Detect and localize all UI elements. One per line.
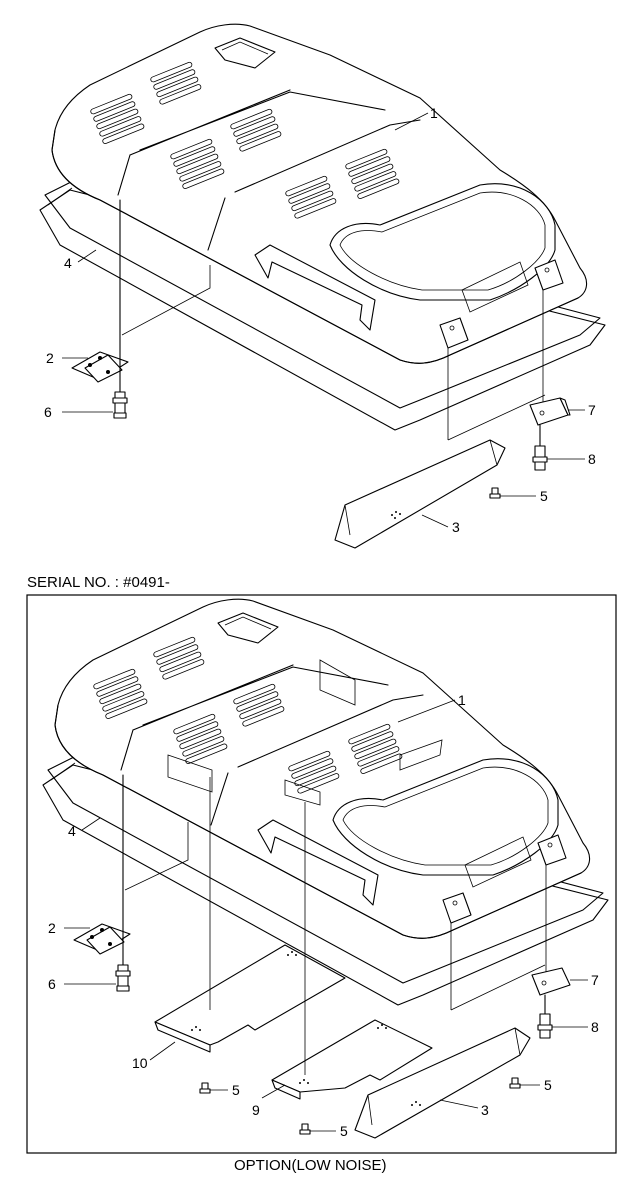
callout-opt-8: 8 xyxy=(591,1019,599,1035)
screw-part-5 xyxy=(489,487,501,499)
bracket-part-7 xyxy=(529,397,571,426)
bracket-part-7-option xyxy=(531,967,571,996)
hinge-part-2 xyxy=(71,351,129,383)
callout-1: 1 xyxy=(430,105,438,121)
option-frame xyxy=(26,594,617,1154)
callout-5: 5 xyxy=(540,488,548,504)
callout-opt-6: 6 xyxy=(48,976,56,992)
callout-opt-5a: 5 xyxy=(232,1082,240,1098)
callout-opt-9: 9 xyxy=(252,1102,260,1118)
trim-part-3-option xyxy=(354,1027,531,1139)
callout-6: 6 xyxy=(44,404,52,420)
callout-3: 3 xyxy=(452,519,460,535)
bolt-part-8 xyxy=(532,424,548,471)
callout-8: 8 xyxy=(588,451,596,467)
callout-2: 2 xyxy=(46,350,54,366)
callout-4: 4 xyxy=(64,255,72,271)
pad-part-10 xyxy=(154,944,346,1053)
serial-number-caption: SERIAL NO. : #0491- xyxy=(27,574,170,591)
callout-opt-5b: 5 xyxy=(340,1123,348,1139)
top-assembly: 1 2 3 4 5 6 7 8 xyxy=(39,23,606,549)
bolt-part-8-option xyxy=(537,994,553,1039)
callout-opt-4: 4 xyxy=(68,823,76,839)
bolt-part-6 xyxy=(112,199,128,419)
callout-opt-5c: 5 xyxy=(544,1077,552,1093)
callout-opt-1: 1 xyxy=(458,692,466,708)
callout-opt-3: 3 xyxy=(481,1102,489,1118)
callout-opt-2: 2 xyxy=(48,920,56,936)
trim-part-3 xyxy=(334,439,506,549)
screw-part-5-option-a xyxy=(199,1082,211,1094)
screw-part-5-option-b xyxy=(299,1123,311,1135)
pad-part-9 xyxy=(271,1019,433,1100)
hinge-part-2-option xyxy=(73,923,131,955)
bottom-assembly: 1 2 3 4 5 5 5 6 7 8 9 10 xyxy=(42,598,609,1139)
callout-opt-10: 10 xyxy=(132,1055,148,1071)
callout-7: 7 xyxy=(588,402,596,418)
option-caption: OPTION(LOW NOISE) xyxy=(234,1157,387,1174)
bolt-part-6-option xyxy=(115,774,131,992)
screw-part-5-option-c xyxy=(509,1077,521,1089)
callout-opt-7: 7 xyxy=(591,972,599,988)
